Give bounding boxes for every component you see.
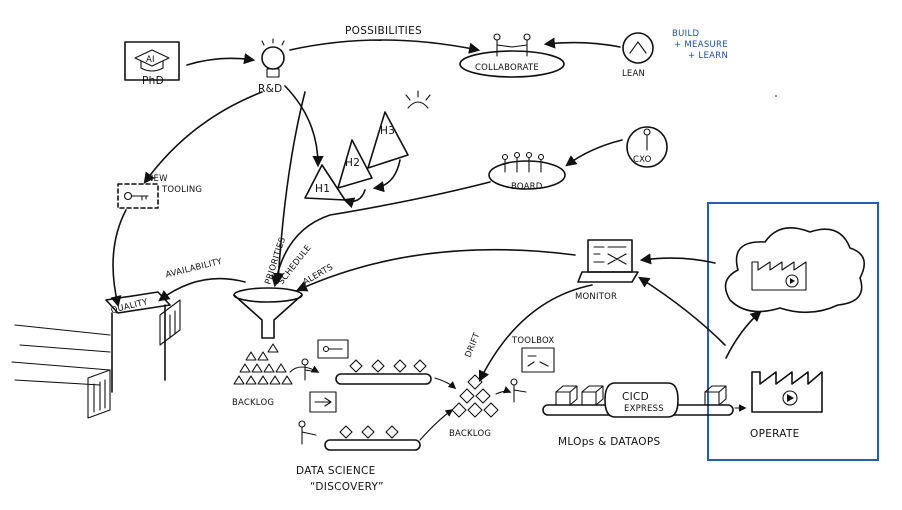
drift-arrow <box>478 284 593 383</box>
toolbox-label: TOOLBOX <box>511 336 554 346</box>
operate-label: OPERATE <box>750 428 800 440</box>
operate-to-cloud-arrow <box>725 310 762 359</box>
tooling-to-quality-arrow <box>110 209 127 308</box>
drift-label: DRIFT <box>464 331 483 359</box>
data-science-line2: “DISCOVERY” <box>310 481 384 493</box>
backlog-left-label: BACKLOG <box>232 398 274 408</box>
h3-to-h2-arrow <box>372 159 401 193</box>
factory-operate-icon <box>751 371 823 413</box>
board-label: BOARD <box>511 182 543 192</box>
backlog-to-upper-conveyor-arrow <box>289 365 320 373</box>
cloud-to-monitor-arrow <box>639 253 716 265</box>
h2-to-h1-arrow <box>342 189 366 209</box>
backlog-mid-label: BACKLOG <box>449 429 491 439</box>
conveyor-lower <box>298 391 421 451</box>
new-tooling-label-2: TOOLING <box>161 185 202 195</box>
lean-to-collaborate-arrow <box>543 37 621 49</box>
cxo-label: CXO <box>633 155 652 165</box>
mlops-operator <box>510 378 527 403</box>
board-node: BOARD <box>488 151 566 192</box>
stray-dot <box>775 95 777 97</box>
new-tooling-label-1: NEW <box>147 174 168 184</box>
collaborate-label: COLLABORATE <box>475 63 539 73</box>
monitor-node: MONITOR <box>575 239 639 302</box>
graduation-cap-icon: AI <box>134 49 170 72</box>
rnd-label: R&D <box>258 83 282 95</box>
backlog-to-mlops-arrow <box>495 386 512 395</box>
laptop-icon <box>577 239 639 283</box>
cloud-deployment <box>724 226 866 314</box>
lower-conveyor-to-backlog-arrow <box>419 409 454 441</box>
conveyor-upper <box>301 339 432 385</box>
operate-node: OPERATE <box>750 371 823 440</box>
schedule-arrow <box>271 181 491 288</box>
possibilities-label: POSSIBILITIES <box>345 25 422 37</box>
rnd-to-horizons-arrow <box>284 85 324 168</box>
cicd-label: CICD <box>622 391 649 403</box>
lightbulb-icon <box>261 38 285 78</box>
package-box-icon-3 <box>704 385 727 406</box>
people-handshake-icon <box>493 33 531 57</box>
key-icon <box>123 191 149 201</box>
toolbox-node: TOOLBOX <box>511 336 555 373</box>
cicd-express: CICD EXPRESS <box>542 382 747 418</box>
new-tooling-node: NEW TOOLING <box>117 174 202 209</box>
possibilities-arrow <box>289 39 481 54</box>
phd-to-rnd-arrow <box>186 53 256 66</box>
h1-label: H1 <box>315 183 330 195</box>
mlops-label: MLOps & DATAOPS <box>558 436 660 448</box>
availability-label: AVAILABILITY <box>165 257 224 281</box>
package-box-icon-2 <box>581 385 604 406</box>
alerts-label: ALERTS <box>302 262 336 287</box>
build-line3: + LEARN <box>688 51 728 61</box>
h2-label: H2 <box>345 157 360 169</box>
quality-label: QUALITY <box>110 297 150 316</box>
operate-frame <box>707 202 879 461</box>
board-people-icon <box>501 151 545 173</box>
h3-label: H3 <box>380 125 395 137</box>
lean-label: LEAN <box>622 69 645 79</box>
factory-to-monitor-arrow <box>638 276 726 346</box>
sun-icon <box>405 90 431 109</box>
build-line2: + MEASURE <box>674 40 728 50</box>
cxo-to-board-arrow <box>565 139 623 167</box>
rnd-to-tooling-arrow <box>143 91 263 184</box>
quality-gate: QUALITY <box>11 291 181 419</box>
priorities-arrow <box>272 91 306 285</box>
funnel-icon <box>233 287 303 339</box>
key-small-icon <box>322 345 343 353</box>
collaborate-node: COLLABORATE <box>459 33 565 78</box>
data-science-line1: DATA SCIENCE <box>296 465 376 477</box>
phd-cap-label: AI <box>146 55 155 65</box>
upper-conveyor-to-backlog-arrow <box>434 377 457 390</box>
backlog-mid-pile: BACKLOG <box>449 374 499 439</box>
phd-label: PhD <box>142 75 164 87</box>
lean-node: LEAN <box>622 32 654 79</box>
package-box-icon <box>555 385 578 406</box>
phd-node: AI PhD <box>124 41 180 87</box>
express-label: EXPRESS <box>624 404 664 414</box>
cxo-node: CXO <box>626 126 668 168</box>
availability-arrow <box>158 277 246 302</box>
horizons-mountains: H1 H2 H3 <box>304 90 431 201</box>
alerts-arrow <box>295 248 576 292</box>
monitor-label: MONITOR <box>575 292 617 302</box>
build-line1: BUILD <box>672 29 699 39</box>
factory-icon <box>751 261 807 291</box>
rnd-node: R&D <box>258 38 285 95</box>
backlog-left-pile: BACKLOG <box>232 343 293 408</box>
